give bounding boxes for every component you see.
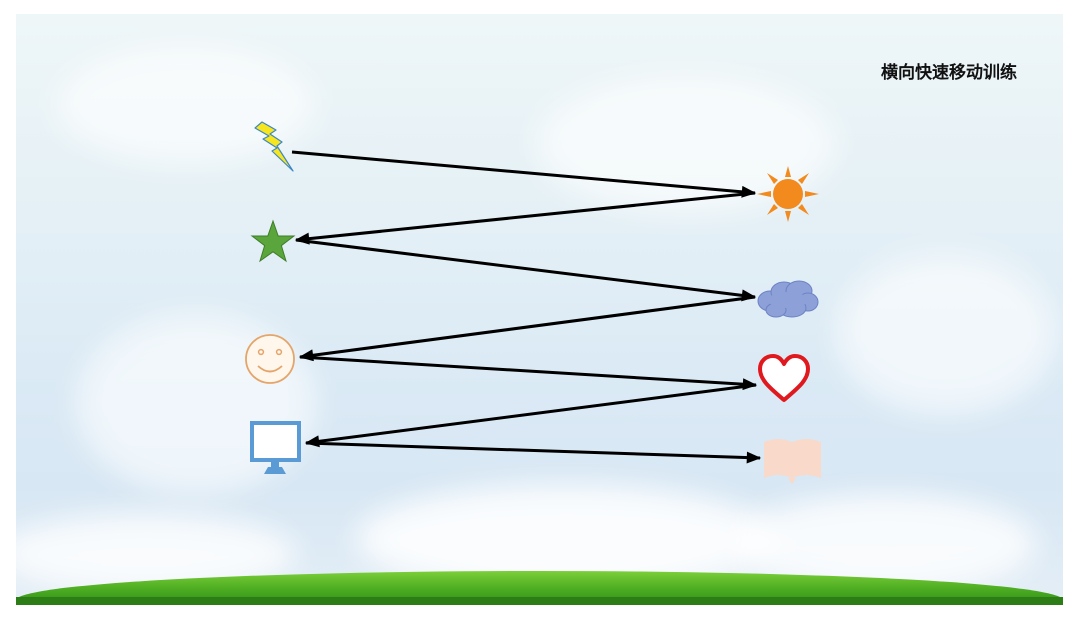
arrow-cloud-to-smiley (298, 295, 756, 362)
sun-icon (757, 166, 819, 222)
lightning-icon (254, 121, 294, 172)
smiley-icon (245, 334, 295, 384)
heart-icon (758, 354, 810, 402)
slide-background (16, 14, 1063, 605)
grass-shadow (16, 597, 1063, 605)
arrow-lightning-to-sun (291, 150, 757, 198)
book-icon (764, 439, 821, 484)
arrow-smiley-to-heart (299, 355, 758, 391)
arrow-heart-to-monitor (304, 383, 757, 448)
monitor-icon (250, 421, 301, 474)
slide-title: 横向快速移动训练 (881, 63, 1017, 83)
arrow-star-to-cloud (295, 238, 757, 302)
arrow-monitor-to-book (305, 441, 762, 464)
arrows (291, 150, 762, 464)
star-icon (250, 219, 296, 263)
arrow-sun-to-star (294, 191, 756, 245)
cloud-icon (757, 280, 819, 318)
